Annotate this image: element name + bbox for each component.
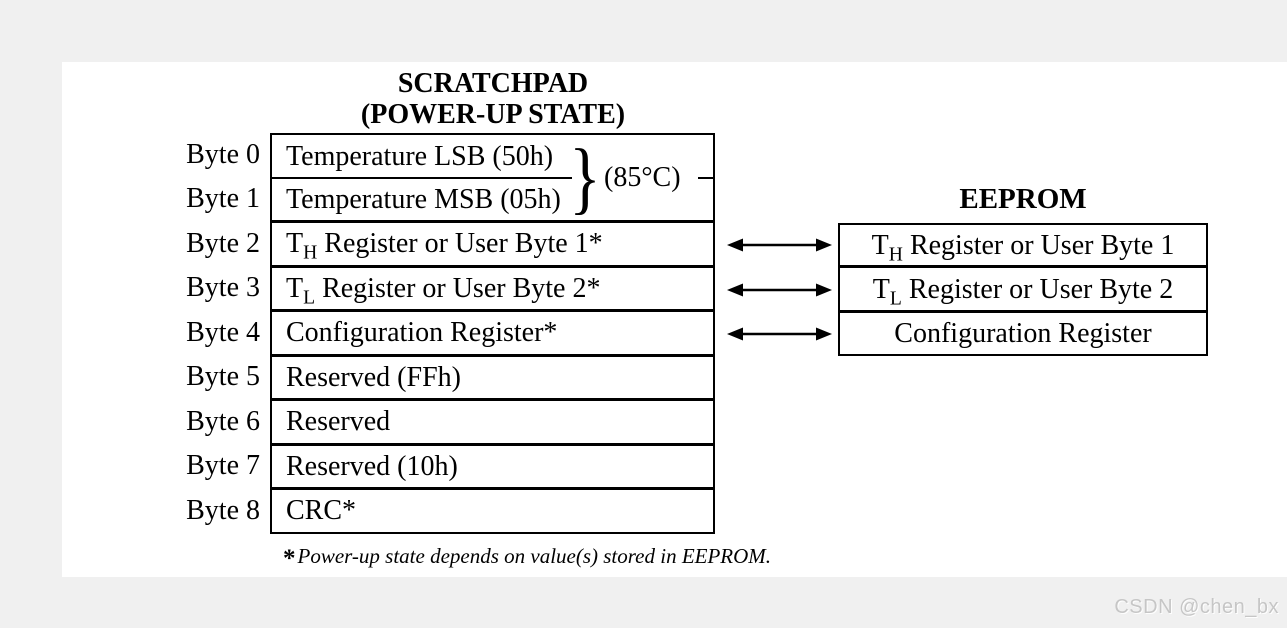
byte-label: Byte 1 <box>186 183 260 214</box>
scratchpad-cell-byte6: Reserved <box>272 401 713 442</box>
scratchpad-cell-byte5: Reserved (FFh) <box>272 357 713 398</box>
row-separator <box>272 265 713 268</box>
cell-sub: L <box>889 288 902 310</box>
footnote-asterisk: * <box>283 545 296 572</box>
byte-label: Byte 7 <box>186 450 260 481</box>
row-separator <box>840 265 1206 268</box>
row-separator <box>272 354 713 357</box>
cell-text: Register or User Byte 1* <box>317 228 603 259</box>
footnote: *Power-up state depends on value(s) stor… <box>283 543 772 572</box>
scratchpad-cell-byte8: CRC* <box>272 490 713 531</box>
cell-text: T <box>286 228 304 259</box>
cell-text: Register or User Byte 2* <box>315 273 601 304</box>
byte-label: Byte 5 <box>186 361 260 392</box>
eeprom-cell-th: TH Register or User Byte 1 <box>840 225 1206 266</box>
byte-label: Byte 6 <box>186 406 260 437</box>
byte-label: Byte 4 <box>186 317 260 348</box>
temp-rows-partial-divider <box>272 177 572 179</box>
row-separator <box>272 487 713 490</box>
cell-text: CRC* <box>286 495 357 526</box>
scratchpad-cell-byte7: Reserved (10h) <box>272 446 713 487</box>
row-separator <box>272 220 713 223</box>
byte-label: Byte 2 <box>186 228 260 259</box>
cell-text: Configuration Register* <box>286 317 558 348</box>
byte-label: Byte 8 <box>186 495 260 526</box>
annotation-connector-line <box>698 177 713 179</box>
sync-arrow-icon <box>727 238 832 252</box>
cell-sub: H <box>303 242 318 264</box>
scratchpad-cell-byte2: TH Register or User Byte 1* <box>272 223 713 264</box>
row-separator <box>840 310 1206 313</box>
cell-text: Reserved (FFh) <box>286 362 461 393</box>
scratchpad-cell-byte1: Temperature MSB (05h) <box>272 179 713 220</box>
eeprom-title: EEPROM <box>959 183 1087 215</box>
cell-text: T <box>871 230 889 261</box>
eeprom-cell-config: Configuration Register <box>840 313 1206 354</box>
cell-sub: H <box>888 244 903 266</box>
eeprom-table: TH Register or User Byte 1 TL Register o… <box>838 223 1208 356</box>
brace-icon: } <box>569 134 601 222</box>
cell-text: Reserved <box>286 406 391 437</box>
scratchpad-cell-byte4: Configuration Register* <box>272 312 713 353</box>
scratchpad-cell-byte3: TL Register or User Byte 2* <box>272 268 713 309</box>
scratchpad-cell-byte0: Temperature LSB (50h) <box>272 136 713 177</box>
cell-text: Register or User Byte 1 <box>902 230 1175 261</box>
eeprom-cell-tl: TL Register or User Byte 2 <box>840 269 1206 310</box>
temp-annotation: (85°C) <box>604 162 681 193</box>
row-separator <box>272 443 713 446</box>
byte-label: Byte 0 <box>186 139 260 170</box>
byte-label: Byte 3 <box>186 272 260 303</box>
scratchpad-eeprom-arrows <box>727 238 832 341</box>
cell-text: Temperature MSB (05h) <box>286 184 561 215</box>
cell-text: Register or User Byte 2 <box>901 274 1174 305</box>
cell-text: Configuration Register <box>894 318 1152 349</box>
cell-text: Reserved (10h) <box>286 451 458 482</box>
sync-arrow-icon <box>727 327 832 341</box>
csdn-watermark: CSDN @chen_bx <box>1114 596 1279 618</box>
cell-text: Temperature LSB (50h) <box>286 141 554 172</box>
scratchpad-title-line2: (POWER-UP STATE) <box>360 99 626 130</box>
row-separator <box>272 309 713 312</box>
cell-text: T <box>872 274 890 305</box>
row-separator <box>272 398 713 401</box>
footnote-text: Power-up state depends on value(s) store… <box>297 544 772 568</box>
cell-text: T <box>286 273 304 304</box>
scratchpad-table: Temperature LSB (50h) Temperature MSB (0… <box>270 133 715 534</box>
cell-sub: L <box>303 287 316 309</box>
sync-arrow-icon <box>727 283 832 297</box>
scratchpad-title-line1: SCRATCHPAD <box>397 68 589 99</box>
scratchpad-title: SCRATCHPAD (POWER-UP STATE) <box>278 68 708 130</box>
